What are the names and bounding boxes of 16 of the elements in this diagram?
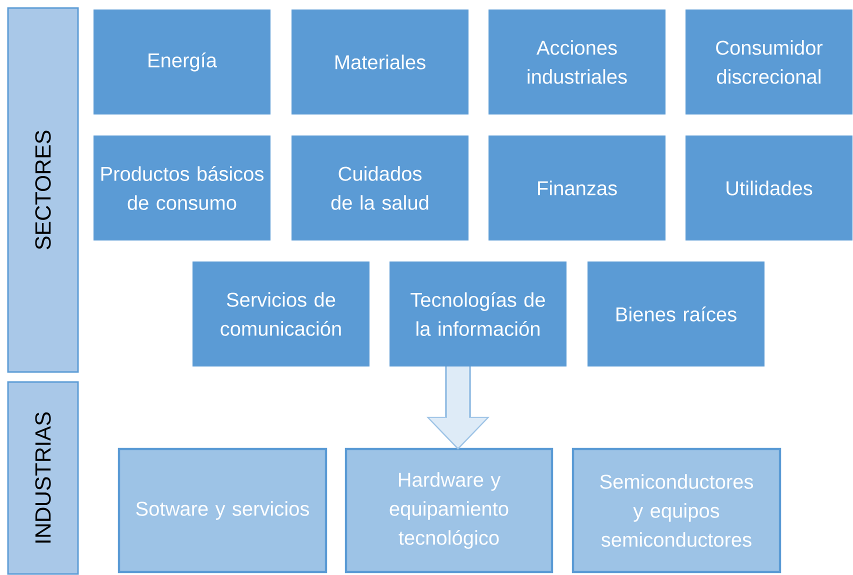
sector-box: Tecnologías de la información [390,262,566,366]
sector-box: Materiales [292,10,468,114]
sector-box: Energía [94,10,270,114]
sector-box: Cuidados de la salud [292,136,468,240]
sector-box: Servicios de comunicación [192,262,370,366]
band-label: INDUSTRIAS [7,381,79,575]
industry-box: Semiconductores y equipos semiconductores [572,448,782,574]
sector-box: Acciones industriales [488,10,666,114]
sector-box: Productos básicos de consumo [94,136,270,240]
industry-box: Sotware y servicios [118,448,328,574]
sector-box: Finanzas [488,136,666,240]
band-label: SECTORES [7,7,79,373]
sector-box: Consumidor discrecional [686,10,853,114]
industry-box: Hardware y equipamiento tecnológico [344,448,554,574]
sector-box: Utilidades [686,136,853,240]
sector-box: Bienes raíces [588,262,765,366]
